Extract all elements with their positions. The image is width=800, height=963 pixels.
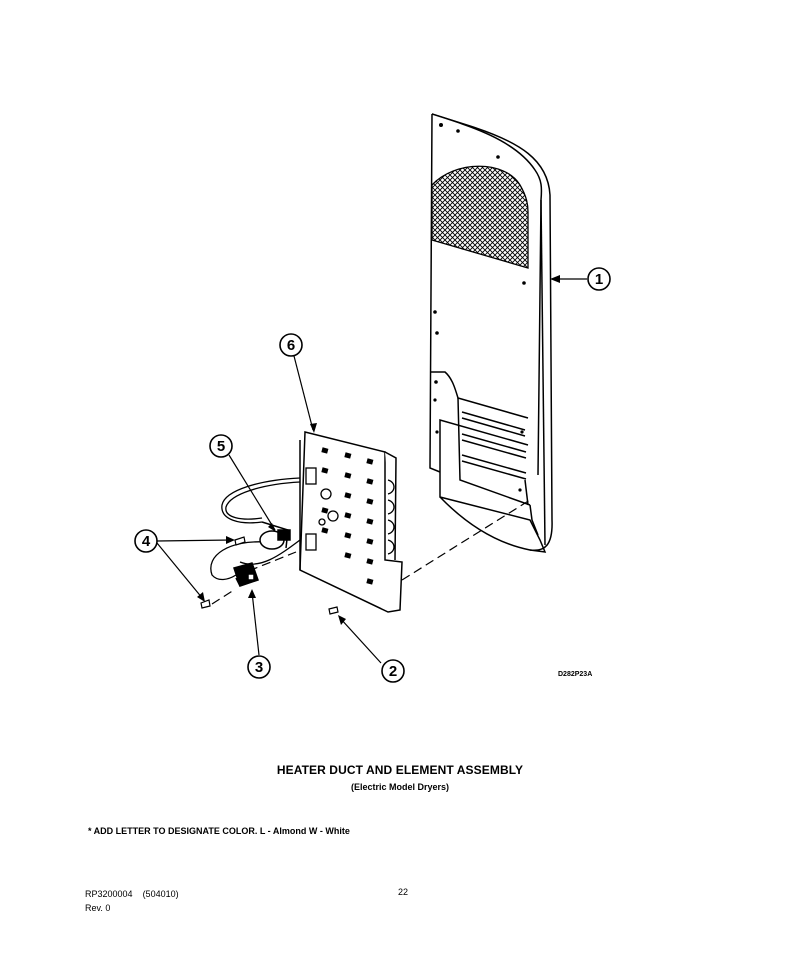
alignment-lines <box>211 499 531 605</box>
callout-4-label: 4 <box>142 533 151 550</box>
duct-holes <box>433 123 526 492</box>
callout-5: 5 <box>209 434 233 458</box>
callout-6: 6 <box>279 333 303 357</box>
callout-4: 4 <box>134 529 158 553</box>
callout-3-label: 3 <box>255 659 263 676</box>
duct-grill <box>431 165 529 269</box>
diagram-title: HEATER DUCT AND ELEMENT ASSEMBLY <box>276 763 524 777</box>
terminal-blocks <box>305 467 339 551</box>
limit-thermostat <box>233 562 259 587</box>
callout-2-label: 2 <box>389 663 397 680</box>
thermostat <box>259 521 291 550</box>
doc-code: (504010) <box>142 889 179 899</box>
thermostat-wiring <box>210 477 301 581</box>
heater-coils <box>387 479 395 555</box>
callout-2: 2 <box>381 659 405 683</box>
callout-6-label: 6 <box>287 337 295 354</box>
footer-doc-info: RP3200004 (504010) Rev. 0 <box>85 887 179 915</box>
diagram-subtitle: (Electric Model Dryers) <box>350 782 450 792</box>
leader-arrowheads <box>197 275 560 625</box>
callout-3: 3 <box>247 655 271 679</box>
insulator-grid <box>321 447 374 585</box>
footer-doc-line: RP3200004 (504010) <box>85 887 179 901</box>
doc-number: RP3200004 <box>85 889 133 899</box>
heater-element-plate <box>299 431 403 613</box>
callout-5-label: 5 <box>217 438 225 455</box>
color-note: * ADD LETTER TO DESIGNATE COLOR. L - Alm… <box>88 826 350 836</box>
screws <box>200 536 339 615</box>
callout-1-label: 1 <box>595 271 603 288</box>
page-number: 22 <box>398 887 409 897</box>
revision: Rev. 0 <box>85 903 111 913</box>
callout-1: 1 <box>587 267 611 291</box>
drawing-code: D282P23A <box>558 671 592 678</box>
